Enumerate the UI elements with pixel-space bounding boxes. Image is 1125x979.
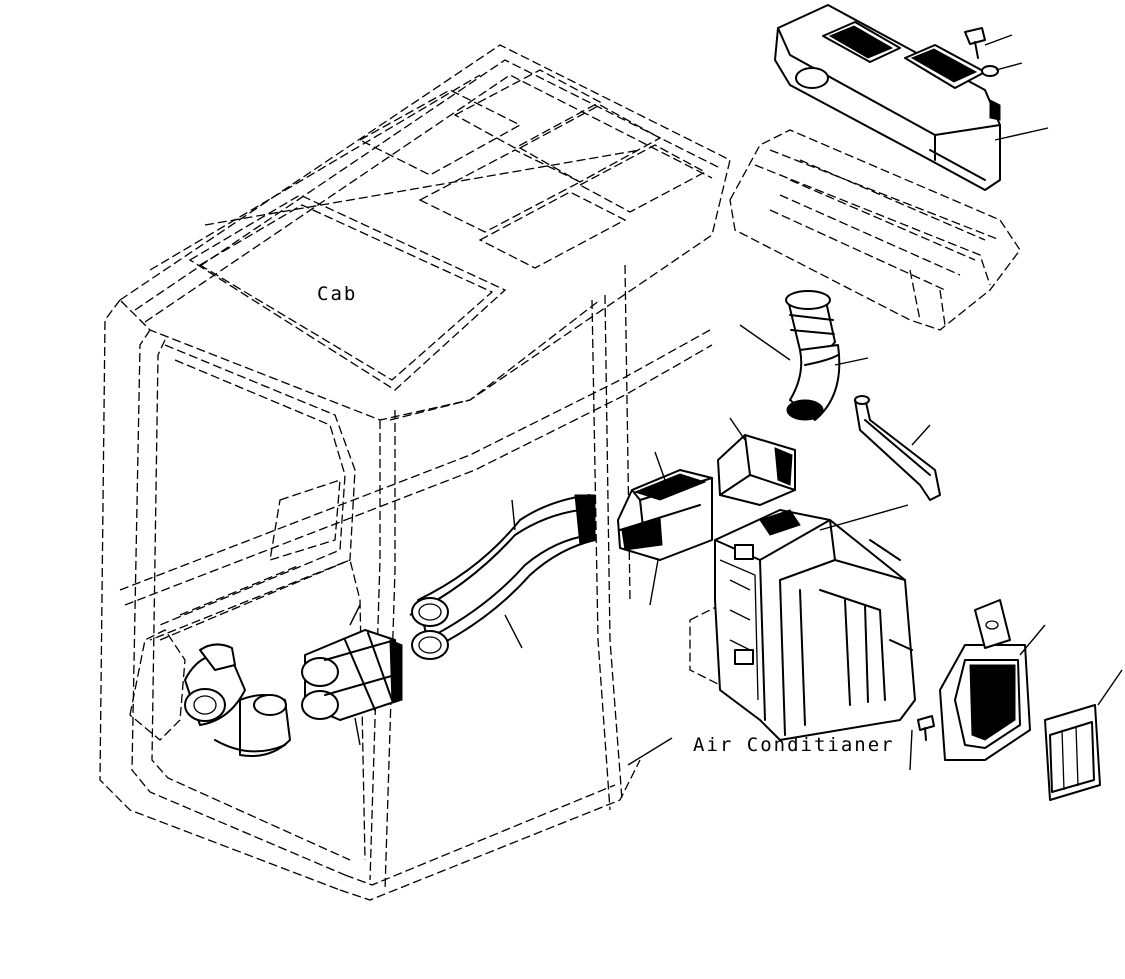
filter-cover [939, 599, 1031, 761]
drain-hose [854, 395, 941, 501]
air-conditioner-label: Air Conditianer [693, 734, 895, 756]
bolt [964, 27, 999, 77]
top-outlet-duct [774, 4, 1001, 191]
cab-frame [99, 44, 731, 901]
leader-lines [349, 34, 1123, 771]
elbow-duct [785, 290, 841, 421]
dual-connector [301, 629, 403, 721]
flex-duct [409, 494, 596, 660]
front-duct-cap [717, 434, 796, 506]
vent-nozzle-assembly [129, 629, 291, 757]
air-filter [1044, 704, 1101, 801]
roof-inner-panel [729, 129, 1021, 331]
screw [917, 715, 935, 741]
distribution-duct [617, 469, 713, 561]
washer [981, 65, 999, 77]
air-conditioner-unit [689, 509, 916, 741]
cab-label: Cab [317, 283, 357, 305]
